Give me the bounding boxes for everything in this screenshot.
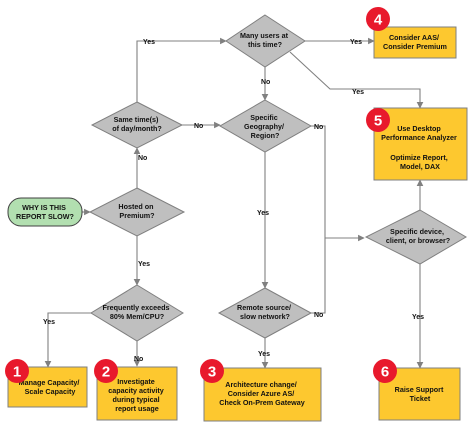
decision-many-users: Many users at this time? <box>225 14 306 68</box>
edge-geography-no-trunk <box>311 125 326 238</box>
badge-support: 6 <box>373 359 397 383</box>
decision-same-time: Same time(s) of day/month? <box>90 101 184 149</box>
decision-label: Hosted on Premium? <box>118 202 155 220</box>
label-hosted-yes: Yes <box>138 261 150 268</box>
action-label: Use Desktop Performance Analyzer Optimiz… <box>381 124 459 171</box>
action-label: Manage Capacity/ Scale Capacity <box>19 378 82 396</box>
badge-capacity: 1 <box>5 359 29 383</box>
badge-circle <box>373 359 397 383</box>
decision-label: Specific device, client, or browser? <box>386 227 450 245</box>
decision-remote-source: Remote source/ slow network? <box>217 287 313 339</box>
badge-investigate: 2 <box>94 359 118 383</box>
action-label: Investigate capacity activity during typ… <box>108 377 166 413</box>
connectors <box>44 37 424 369</box>
decision-shape <box>364 209 467 265</box>
decision-shape <box>90 101 184 149</box>
decision-label: Many users at this time? <box>240 31 290 49</box>
badge-circle <box>5 359 29 383</box>
badge-number: 5 <box>374 113 382 130</box>
decision-label: Specific Geography/ Region? <box>244 113 286 140</box>
label-remote-yes: Yes <box>258 351 270 358</box>
action-architecture: Architecture change/ Consider Azure AS/ … <box>203 367 322 422</box>
badge-number: 6 <box>381 364 389 381</box>
start-node: WHY IS THIS REPORT SLOW? <box>7 197 83 227</box>
badge-number: 2 <box>102 364 110 381</box>
action-capacity: Manage Capacity/ Scale Capacity <box>7 366 88 408</box>
action-shape <box>373 26 457 59</box>
edge-labels: Yes No Yes No Yes Yes No No Yes No Yes Y… <box>43 39 424 363</box>
decision-shape <box>88 187 186 237</box>
edge-remote-no-trunk <box>311 238 326 314</box>
badge-number: 1 <box>13 364 21 381</box>
label-mem-yes: Yes <box>43 319 55 326</box>
decision-label: Remote source/ slow network? <box>237 303 293 321</box>
badge-number: 3 <box>208 364 216 381</box>
label-same-time-no: No <box>138 155 147 162</box>
decision-shape <box>90 284 184 342</box>
badge-circle <box>94 359 118 383</box>
label-many-users-yes-desktop: Yes <box>352 89 364 96</box>
action-aas: Consider AAS/ Consider Premium <box>373 26 457 59</box>
decision-shape <box>217 287 313 339</box>
badge-architecture: 3 <box>200 359 224 383</box>
action-label: Consider AAS/ Consider Premium <box>383 33 447 51</box>
badge-circle <box>366 108 390 132</box>
decision-geography: Specific Geography/ Region? <box>219 99 313 153</box>
start-label: WHY IS THIS REPORT SLOW? <box>16 203 74 221</box>
badge-number: 4 <box>374 12 383 29</box>
decision-mem-cpu: Frequently exceeds 80% Mem/CPU? <box>90 284 184 342</box>
edge-same-time-to-many-users <box>136 37 227 102</box>
decision-device: Specific device, client, or browser? <box>364 209 467 265</box>
edge-many-users-to-desktop <box>289 51 424 109</box>
label-many-users-no: No <box>261 79 270 86</box>
badge-desktop: 5 <box>366 108 390 132</box>
edge-mem-to-capacity <box>44 312 91 368</box>
label-geo-no: No <box>314 124 323 131</box>
action-label: Raise Support Ticket <box>395 385 446 403</box>
action-label: Architecture change/ Consider Azure AS/ … <box>219 380 305 407</box>
badge-circle <box>200 359 224 383</box>
label-mem-no: No <box>134 356 143 363</box>
decision-label: Same time(s) of day/month? <box>112 115 162 133</box>
decision-shape <box>225 14 306 68</box>
badge-aas: 4 <box>366 7 390 31</box>
decision-hosted-premium: Hosted on Premium? <box>88 187 186 237</box>
label-device-yes: Yes <box>412 314 424 321</box>
label-geo-yes: Yes <box>257 210 269 217</box>
start-shape <box>7 197 83 227</box>
action-shape <box>203 367 322 422</box>
label-geo-from-same-time-no: No <box>194 123 203 130</box>
decision-label: Frequently exceeds 80% Mem/CPU? <box>102 303 171 321</box>
decision-shape <box>219 99 313 153</box>
badge-circle <box>366 7 390 31</box>
label-remote-no: No <box>314 312 323 319</box>
label-same-time-yes: Yes <box>143 39 155 46</box>
label-many-users-yes: Yes <box>350 39 362 46</box>
